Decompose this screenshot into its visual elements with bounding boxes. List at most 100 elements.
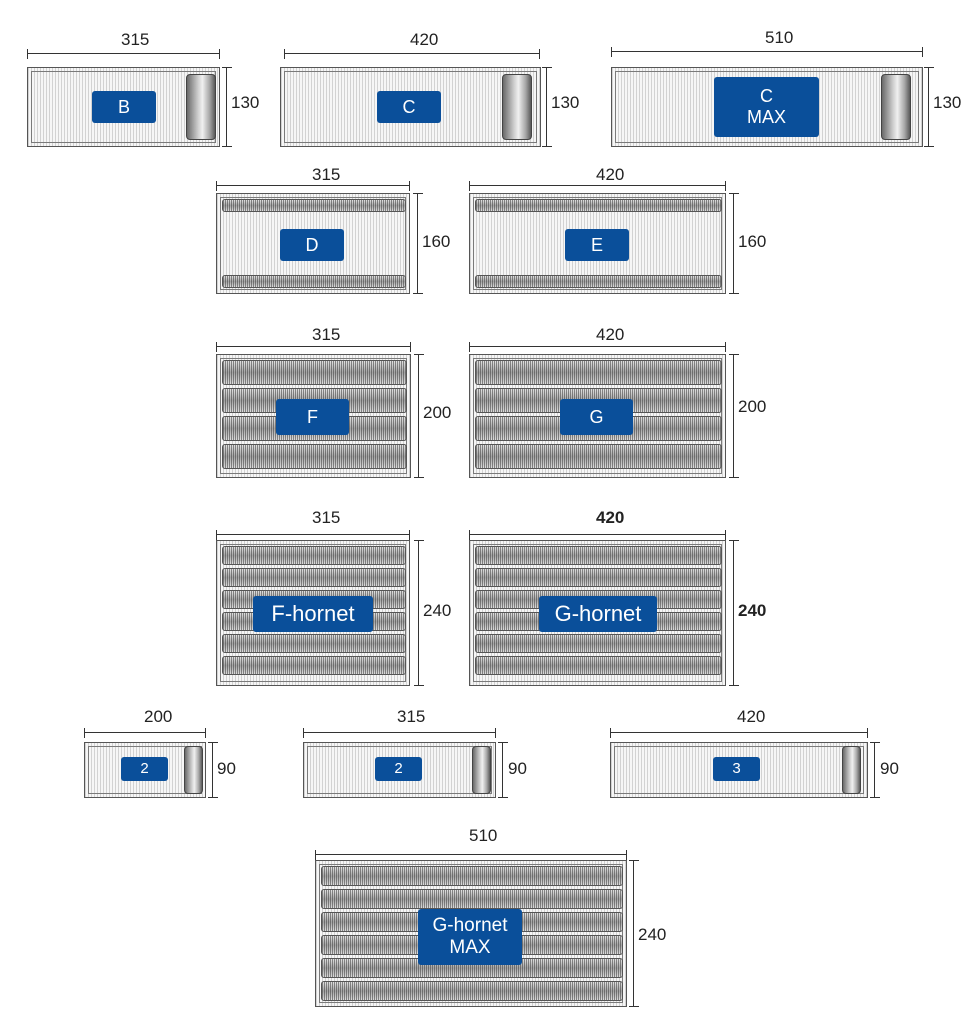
width-dimension-line [611,47,923,57]
heating-tube [222,656,406,675]
heating-tube [222,568,406,587]
height-dimension-line [208,742,218,798]
model-badge: C [377,91,441,123]
heating-tube [475,568,722,587]
height-dimension-line [498,742,508,798]
model-name-line: 2 [140,760,149,778]
height-dimension-line [729,354,739,478]
heater-box-G [469,354,726,478]
width-dimension-line [27,49,220,59]
model-badge: F [276,399,349,435]
height-label: 90 [880,759,899,778]
height-label: 130 [551,93,580,112]
fan-roll [184,746,203,794]
height-dimension-line [629,860,639,1007]
width-label: 315 [121,30,150,49]
width-label: 420 [596,508,625,527]
width-label: 315 [312,325,341,344]
heating-tube [222,444,407,469]
model-badge: 2 [375,757,422,781]
model-name-line: G-hornet [554,601,642,627]
width-dimension-line [84,728,206,738]
width-dimension-line [284,49,540,59]
width-label: 200 [144,707,173,726]
width-label: 315 [312,508,341,527]
height-label: 130 [933,93,962,112]
model-badge: G [560,399,633,435]
heating-tube [222,360,407,385]
height-dimension-line [413,193,423,294]
height-label: 240 [738,601,767,620]
heating-tube [475,275,722,288]
model-badge: D [280,229,344,261]
width-label: 420 [410,30,439,49]
width-dimension-line [469,181,726,191]
heating-tube [475,546,722,565]
height-label: 200 [738,397,767,416]
heating-tube [222,199,406,212]
width-dimension-line [610,728,868,738]
height-label: 240 [423,601,452,620]
height-dimension-line [924,67,934,147]
model-name-line: B [117,96,130,117]
fan-roll [881,74,911,140]
width-dimension-line [216,342,411,352]
model-name-line: C [402,96,416,117]
model-badge: E [565,229,629,261]
height-dimension-line [729,540,739,686]
height-dimension-line [870,742,880,798]
heater-box-G-hornet-MAX [315,860,627,1007]
width-dimension-line [216,181,410,191]
heating-tube [475,199,722,212]
model-name-line: E [590,234,603,255]
heating-tube [475,360,722,385]
height-dimension-line [414,354,424,478]
model-name-line: MAX [449,937,491,958]
model-badge: 2 [121,757,168,781]
height-dimension-line [729,193,739,294]
width-label: 420 [737,707,766,726]
width-dimension-line [303,728,496,738]
height-dimension-line [414,540,424,686]
height-label: 240 [638,925,667,944]
model-name-line: G-hornet [432,915,508,937]
height-label: 160 [738,232,767,251]
model-name-line: G [589,406,604,427]
fan-roll [186,74,216,140]
heating-tube [222,275,406,288]
model-badge: B [92,91,156,123]
heating-tube [321,981,623,1001]
width-dimension-line [469,342,726,352]
height-label: 90 [508,759,527,778]
model-badge: G-hornet [539,596,657,632]
model-name-line: F [307,406,318,427]
heating-tube [475,656,722,675]
width-label: 315 [397,707,426,726]
fan-roll [502,74,532,140]
model-name-line: MAX [746,107,786,127]
heating-tube [222,546,406,565]
heating-tube [321,889,623,909]
width-label: 315 [312,165,341,184]
width-label: 510 [765,28,794,47]
model-name-line: F-hornet [271,601,355,627]
width-dimension-line [469,530,726,540]
height-label: 200 [423,403,452,422]
width-dimension-line [315,850,627,860]
model-name-line: 2 [394,760,403,778]
model-name-line: 3 [732,760,741,778]
height-label: 130 [231,93,260,112]
width-label: 510 [469,826,498,845]
model-name-line: D [305,234,319,255]
width-label: 420 [596,325,625,344]
fan-roll [472,746,491,794]
heating-tube [475,634,722,653]
height-dimension-line [222,67,232,147]
width-dimension-line [216,530,410,540]
heating-tube [321,866,623,886]
model-badge: F-hornet [253,596,373,632]
height-label: 160 [422,232,451,251]
heating-tube [475,444,722,469]
